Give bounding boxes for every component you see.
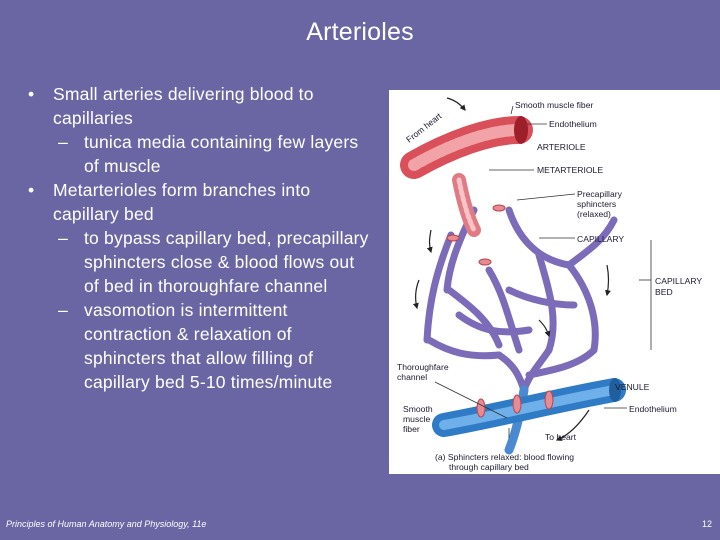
label-capillary: CAPILLARY xyxy=(577,234,624,244)
label-precapillary-sphincters-3: (relaxed) xyxy=(577,209,611,219)
label-smooth-muscle-bottom-2: muscle xyxy=(403,414,430,424)
bullet-list: • Small arteries delivering blood to cap… xyxy=(24,82,374,394)
sub-bullet-text: to bypass capillary bed, precapillary sp… xyxy=(84,228,369,296)
arteriole xyxy=(400,116,533,179)
label-venule: VENULE xyxy=(615,382,650,392)
label-smooth-muscle-bottom-3: fiber xyxy=(403,424,420,434)
bullet-item: • Small arteries delivering blood to cap… xyxy=(24,82,374,130)
sub-bullet-item: – to bypass capillary bed, precapillary … xyxy=(24,226,374,298)
sub-bullet-item: – vasomotion is intermittent contraction… xyxy=(24,298,374,394)
dash-symbol: – xyxy=(58,228,68,248)
capillary-bed-figure: From heart Smooth muscle fiber Endotheli… xyxy=(389,90,720,474)
precapillary-sphincters xyxy=(446,204,554,418)
sub-bullet-item: – tunica media containing few layers of … xyxy=(24,130,374,178)
figure-caption-1: (a) Sphincters relaxed: blood flowing xyxy=(435,452,574,462)
bullet-text: Small arteries delivering blood to capil… xyxy=(53,84,314,128)
label-arteriole: ARTERIOLE xyxy=(537,142,586,152)
figure-caption-2: through capillary bed xyxy=(449,462,529,472)
label-capillary-bed-1: CAPILLARY xyxy=(655,276,702,286)
flow-arrows xyxy=(412,97,611,441)
label-endothelium-bottom: Endothelium xyxy=(629,404,677,414)
leader-lines xyxy=(434,105,652,438)
label-precapillary-sphincters-2: sphincters xyxy=(577,199,616,209)
bullet-symbol: • xyxy=(28,84,35,104)
label-metarteriole: METARTERIOLE xyxy=(537,165,603,175)
label-smooth-muscle-bottom-1: Smooth xyxy=(403,404,433,414)
label-to-heart: To heart xyxy=(545,432,577,442)
metarteriole xyxy=(452,173,481,237)
bullet-item: • Metarterioles form branches into capil… xyxy=(24,178,374,226)
label-capillary-bed-2: BED xyxy=(655,287,673,297)
bullet-text: Metarterioles form branches into capilla… xyxy=(53,180,311,224)
sub-bullet-text: tunica media containing few layers of mu… xyxy=(84,132,359,176)
venule xyxy=(432,378,626,437)
label-smooth-muscle-fiber: Smooth muscle fiber xyxy=(515,100,593,110)
dash-symbol: – xyxy=(58,132,68,152)
capillary-network xyxy=(423,206,618,394)
footer-citation: Principles of Human Anatomy and Physiolo… xyxy=(6,519,207,529)
capillary-bed-illustration: From heart Smooth muscle fiber Endotheli… xyxy=(397,97,702,472)
label-precapillary-sphincters-1: Precapillary xyxy=(577,189,623,199)
label-thoroughfare-1: Thoroughfare xyxy=(397,362,449,372)
label-thoroughfare-2: channel xyxy=(397,372,427,382)
dash-symbol: – xyxy=(58,300,68,320)
slide-title: Arterioles xyxy=(306,18,414,46)
label-endothelium-top: Endothelium xyxy=(549,119,597,129)
bullet-symbol: • xyxy=(28,180,35,200)
page-number: 12 xyxy=(701,519,712,529)
sub-bullet-text: vasomotion is intermittent contraction &… xyxy=(84,300,333,392)
